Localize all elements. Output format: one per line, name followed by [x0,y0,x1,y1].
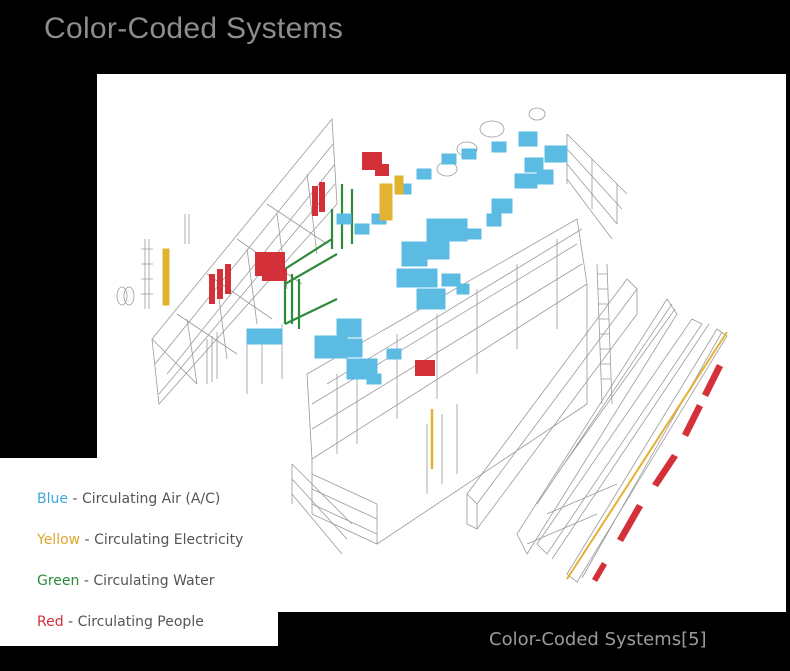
legend-color-word-red: Red [37,614,64,630]
legend-separator: - [68,491,82,507]
water-pipes [285,184,352,329]
legend-separator: - [79,573,93,589]
legend-item-people: Red - Circulating People [37,614,204,630]
legend-color-word-yellow: Yellow [37,532,80,548]
legend-description-water: Circulating Water [93,573,214,589]
legend-color-word-green: Green [37,573,79,589]
legend-item-electricity: Yellow - Circulating Electricity [37,532,243,548]
legend-description-air: Circulating Air (A/C) [82,491,220,507]
legend-separator: - [64,614,78,630]
legend-item-water: Green - Circulating Water [37,573,215,589]
figure-caption: Color-Coded Systems[5] [489,629,707,650]
legend-separator: - [80,532,94,548]
legend-description-electricity: Circulating Electricity [94,532,243,548]
legend-box: Blue - Circulating Air (A/C) Yellow - Ci… [0,458,278,646]
legend-color-word-blue: Blue [37,491,68,507]
legend-description-people: Circulating People [78,614,204,630]
slide-title: Color-Coded Systems [44,12,343,46]
legend-item-air: Blue - Circulating Air (A/C) [37,491,220,507]
